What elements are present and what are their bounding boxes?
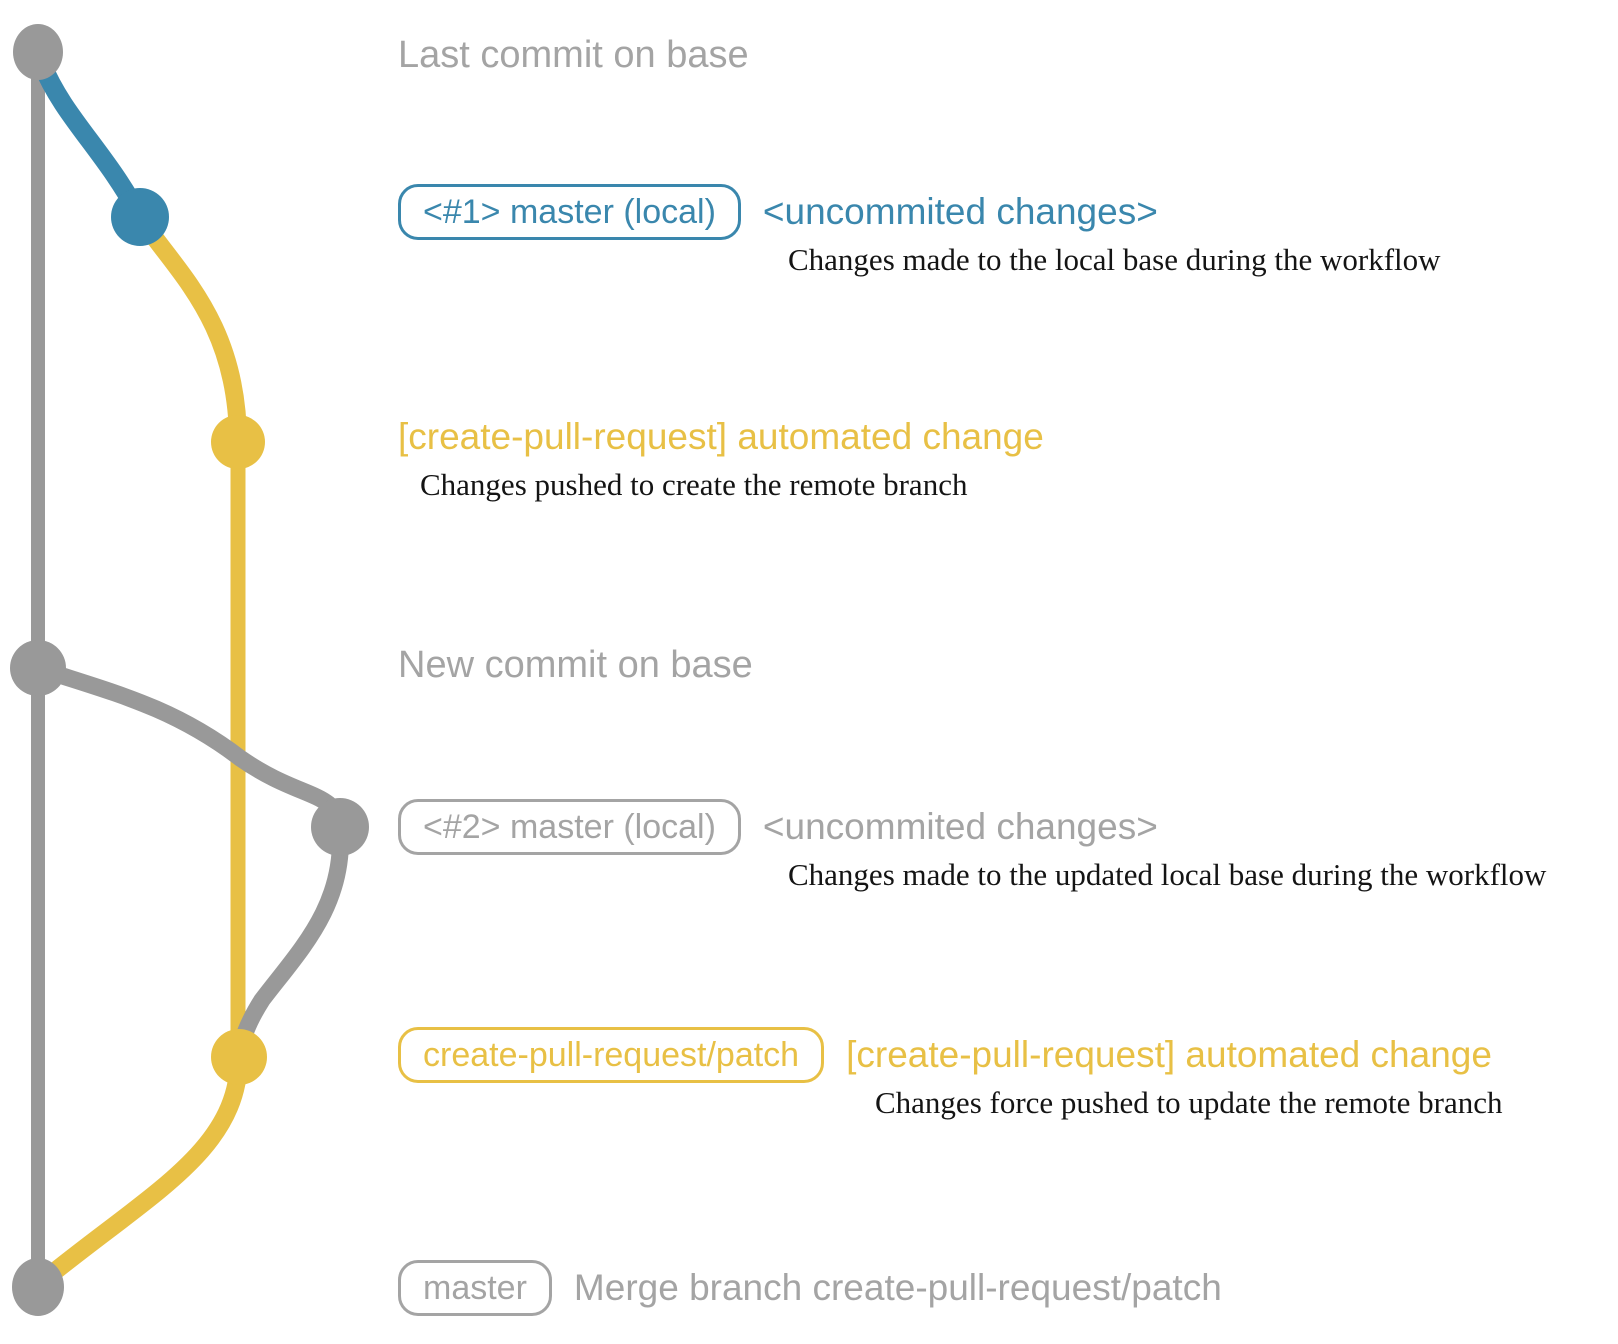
node-last-commit-on-base [13, 24, 63, 80]
push-note-2: Changes force pushed to update the remot… [875, 1085, 1503, 1120]
node-local-uncommitted-1 [111, 188, 169, 246]
node-remote-patch-1 [211, 415, 265, 469]
node-remote-patch-2 [211, 1029, 267, 1085]
row-new-commit: New commit on base [398, 637, 753, 693]
push-note-1: Changes pushed to create the remote bran… [420, 467, 968, 502]
merge-message: Merge branch create-pull-request/patch [573, 1266, 1222, 1308]
branch-badge-patch: create-pull-request/patch [398, 1027, 825, 1083]
branch-badge-master-local-2: <#2> master (local) [398, 799, 741, 855]
commit-note-1: Changes made to the local base during th… [788, 242, 1441, 277]
row-commit-1: <#1> master (local) <uncommited changes>… [398, 184, 1441, 278]
row-merge: master Merge branch create-pull-request/… [398, 1260, 1222, 1316]
branch-badge-master-local-1: <#1> master (local) [398, 184, 741, 240]
node-merge-commit [12, 1258, 64, 1316]
push-message-2: [create-pull-request] automated change [846, 1033, 1492, 1075]
rebase-curve [29, 659, 350, 1066]
commit-message-2: <uncommited changes> [762, 805, 1158, 847]
row-push-2: create-pull-request/patch [create-pull-r… [398, 1027, 1503, 1121]
node-local-uncommitted-2 [311, 798, 369, 856]
push-message-1: [create-pull-request] automated change [398, 415, 1044, 457]
row-last-commit: Last commit on base [398, 27, 749, 83]
row-push-1: [create-pull-request] automated change C… [398, 409, 1044, 503]
branch-badge-master: master [398, 1260, 552, 1316]
merge-curve [35, 1048, 248, 1289]
commit-note-2: Changes made to the updated local base d… [788, 857, 1547, 892]
node-new-commit-on-base [10, 640, 66, 696]
new-commit-label: New commit on base [398, 644, 753, 686]
commit-message-1: <uncommited changes> [762, 190, 1158, 232]
last-commit-label: Last commit on base [398, 34, 749, 76]
row-commit-2: <#2> master (local) <uncommited changes>… [398, 799, 1546, 893]
push-curve [131, 208, 247, 451]
